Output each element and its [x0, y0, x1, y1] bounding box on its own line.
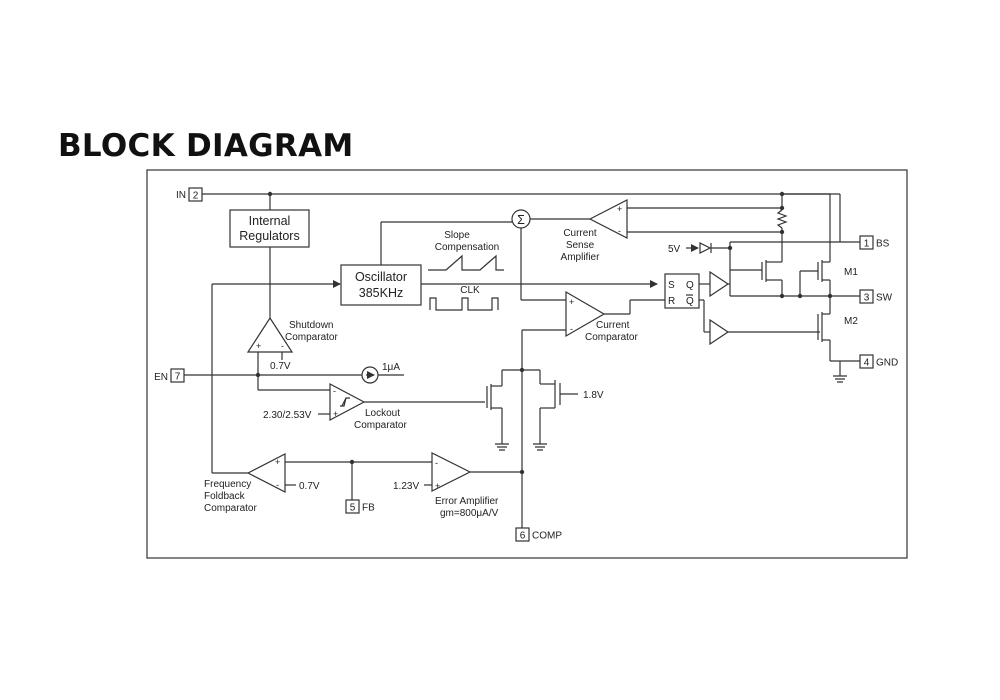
svg-text:7: 7 [175, 372, 181, 383]
sr-latch: S R Q Q [664, 273, 710, 333]
sw-node [730, 280, 860, 314]
diagram-frame [146, 169, 908, 559]
svg-text:IN: IN [176, 190, 186, 201]
svg-text:SW: SW [876, 293, 893, 304]
clamp-transistor: 1.8V [522, 369, 604, 451]
svg-text:-: - [276, 480, 279, 490]
svg-text:Foldback: Foldback [204, 491, 246, 502]
svg-text:COMP: COMP [532, 531, 562, 542]
lockout-transistor [486, 369, 522, 451]
svg-text:-: - [570, 324, 573, 334]
svg-text:+: + [256, 341, 261, 351]
svg-text:Sense: Sense [566, 240, 595, 251]
error-amplifier: - + 1.23V Error Amplifier gm=800μA/V [393, 452, 522, 519]
pin-bs: 1 BS [859, 235, 890, 250]
svg-text:Lockout: Lockout [365, 408, 400, 419]
slope-compensation: Slope Compensation [428, 230, 504, 271]
svg-text:0.7V: 0.7V [270, 361, 291, 372]
svg-text:Slope: Slope [444, 230, 470, 241]
svg-text:Q: Q [686, 280, 694, 291]
svg-text:S: S [668, 280, 675, 291]
svg-text:2.30/2.53V: 2.30/2.53V [263, 410, 312, 421]
svg-text:gm=800μA/V: gm=800μA/V [440, 508, 499, 519]
sense-resistor [776, 194, 788, 262]
svg-text:+: + [435, 481, 440, 491]
sense-transistor [730, 260, 783, 296]
svg-text:CLK: CLK [460, 285, 480, 296]
pin-sw: 3 SW [859, 289, 893, 304]
svg-text:Current: Current [596, 320, 630, 331]
svg-text:1.23V: 1.23V [393, 481, 419, 492]
current-comparator: + - Current Comparator [565, 290, 665, 343]
frequency-foldback-comparator: + - 0.7V Frequency Foldback Comparator [204, 453, 432, 514]
svg-text:3: 3 [864, 293, 870, 304]
svg-text:2: 2 [193, 191, 199, 202]
shutdown-comparator: + - Shutdown Comparator 0.7V [246, 316, 338, 391]
enable-line: 1μA [184, 362, 404, 384]
svg-text:Oscillator: Oscillator [355, 270, 407, 284]
svg-text:+: + [617, 204, 622, 214]
svg-text:Comparator: Comparator [354, 420, 407, 431]
internal-regulators-block: Internal Regulators [229, 209, 310, 318]
pin-in: IN 2 [176, 187, 203, 202]
svg-text:GND: GND [876, 358, 898, 369]
svg-text:-: - [618, 226, 621, 236]
svg-text:5V: 5V [668, 244, 681, 255]
svg-text:1μA: 1μA [382, 362, 400, 373]
svg-text:+: + [275, 457, 280, 467]
summing-junction: Σ [511, 209, 590, 301]
bootstrap-diode: 5V [668, 241, 840, 296]
svg-text:-: - [281, 341, 284, 351]
svg-text:M2: M2 [844, 316, 858, 327]
svg-text:FB: FB [362, 503, 375, 514]
svg-text:+: + [569, 297, 574, 307]
svg-text:4: 4 [864, 358, 870, 369]
oscillator-block: Oscillator 385KHz [340, 221, 658, 306]
svg-text:Error Amplifier: Error Amplifier [435, 496, 499, 507]
svg-text:-: - [333, 386, 336, 396]
svg-text:Frequency: Frequency [204, 479, 251, 490]
svg-text:Amplifier: Amplifier [561, 252, 601, 263]
page-title: BLOCK DIAGRAM [58, 128, 354, 164]
comp-node [519, 329, 566, 528]
pin-fb: 5 FB [345, 499, 375, 514]
svg-text:Current: Current [563, 228, 597, 239]
svg-text:Comparator: Comparator [204, 503, 257, 514]
svg-text:Shutdown: Shutdown [289, 320, 333, 331]
svg-text:385KHz: 385KHz [359, 286, 403, 300]
low-side-driver [709, 318, 820, 346]
svg-text:6: 6 [520, 531, 526, 542]
foldback-feedback-line [211, 280, 341, 474]
svg-text:5: 5 [350, 503, 356, 514]
pin-gnd: 4 GND [859, 354, 898, 369]
svg-text:EN: EN [154, 372, 168, 383]
svg-text:Internal: Internal [249, 214, 291, 228]
pin-comp: 6 COMP [515, 527, 562, 542]
svg-text:-: - [435, 458, 438, 468]
svg-text:Comparator: Comparator [585, 332, 638, 343]
high-side-driver [709, 270, 730, 298]
fb-line [349, 459, 355, 500]
svg-text:1: 1 [864, 239, 870, 250]
svg-text:0.7V: 0.7V [299, 481, 320, 492]
svg-text:1.8V: 1.8V [583, 390, 604, 401]
svg-text:BS: BS [876, 239, 890, 250]
svg-text:Comparator: Comparator [285, 332, 338, 343]
svg-text:M1: M1 [844, 267, 858, 278]
current-sense-amplifier: + - Current Sense Amplifier [561, 199, 785, 263]
svg-text:Compensation: Compensation [435, 242, 499, 253]
clk-waveform: CLK [429, 285, 499, 311]
svg-text:Regulators: Regulators [239, 229, 299, 243]
svg-text:Σ: Σ [517, 213, 525, 227]
m1-transistor: M1 [782, 193, 858, 296]
lockout-comparator: - + 2.30/2.53V Lockout Comparator [263, 383, 485, 431]
svg-text:R: R [668, 296, 675, 307]
pin-en: EN 7 [154, 368, 185, 383]
svg-text:Q: Q [686, 296, 694, 307]
m2-transistor: M2 [817, 312, 860, 383]
svg-text:+: + [333, 409, 338, 419]
